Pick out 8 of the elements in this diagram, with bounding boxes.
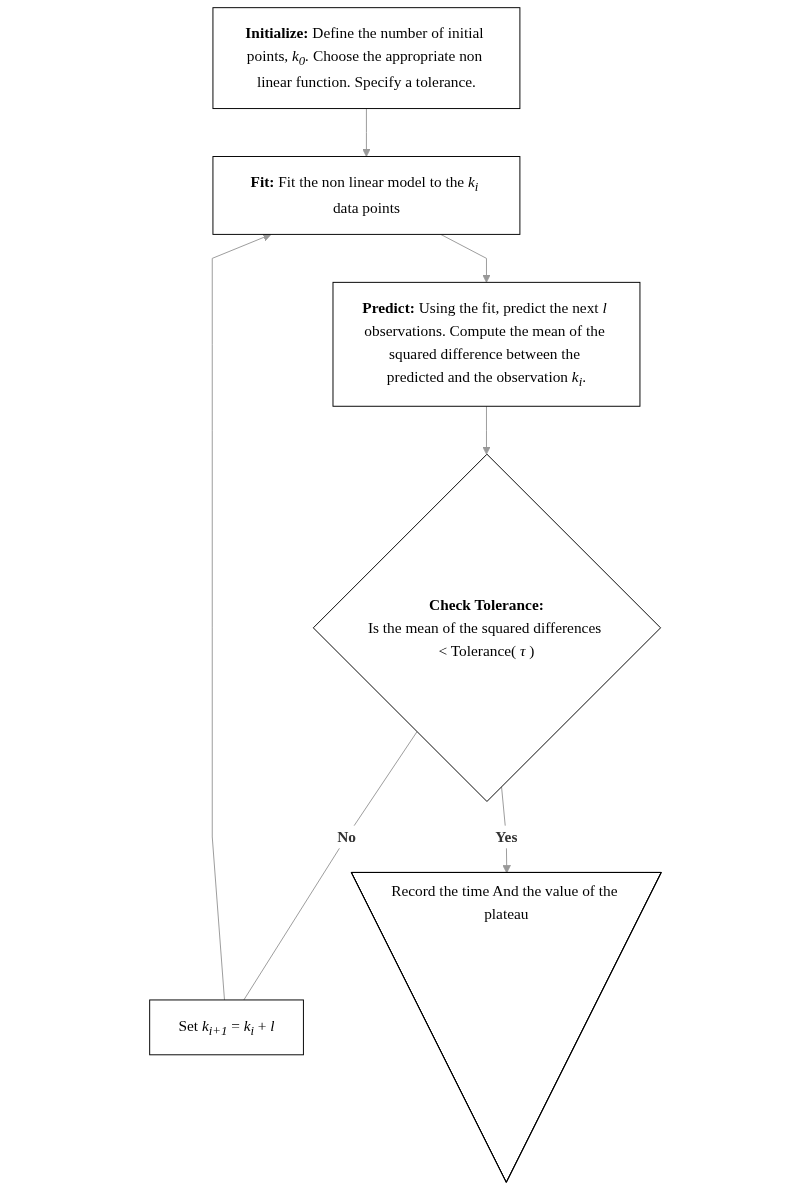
node-box: Initialize: Define the number of initial points, k$_{0}$. Choose the appropriate non linear function. Specify a tolerance.: [212, 7, 520, 110]
edge-label: Yes: [494, 828, 517, 845]
node-box: Set k$_{i+1}$ = k$_{i}$ + l: [148, 999, 304, 1056]
node-diamond: Check Tolerance: Is the mean of the squared differences < Tolerance( τ ): [312, 453, 661, 802]
edge-label: No: [336, 828, 356, 845]
node-box: Predict: Using the fit, predict the next l observations. Compute the mean of the squared difference between the predicted and the observation k$_{i}$.: [332, 281, 640, 407]
node-box: Fit: Fit the non linear model to the k$_{i}$ data points: [212, 156, 520, 235]
connector: [242, 731, 417, 1001]
